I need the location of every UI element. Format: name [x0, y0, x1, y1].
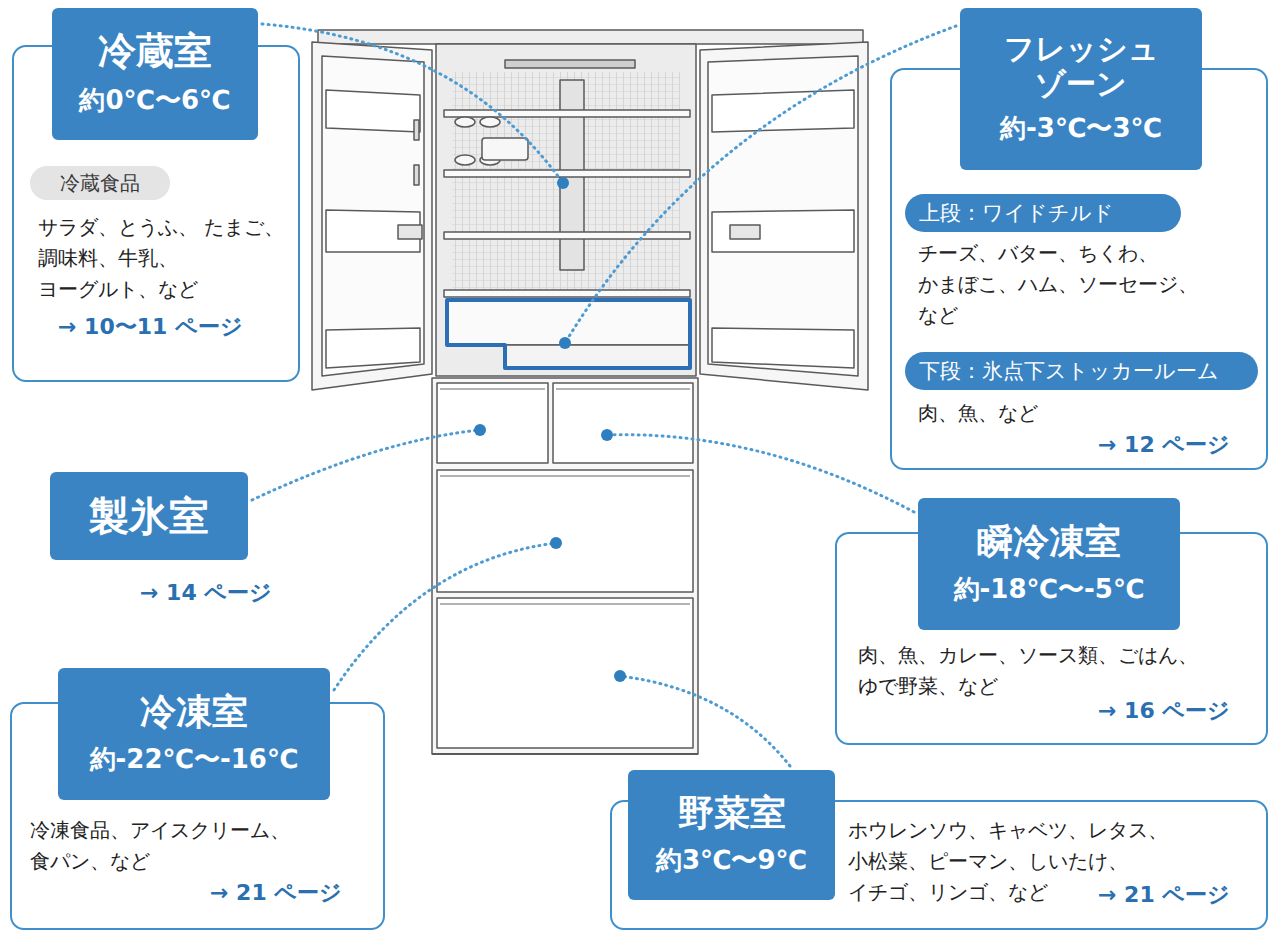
food-list: 肉、魚、カレー、ソース類、ごはん、 ゆで野菜、など — [858, 640, 1258, 702]
tag-text: 上段：ワイドチルド — [919, 199, 1114, 227]
temperature-range: 約-3℃〜3℃ — [1000, 111, 1162, 146]
zone-name: フレッシュ ゾーン — [970, 32, 1192, 101]
door-pocket — [712, 90, 854, 132]
temperature-range: 約0℃〜6℃ — [79, 83, 230, 118]
category-tag: 冷蔵食品 — [30, 166, 170, 200]
door-pocket — [326, 90, 420, 132]
page-reference: → 12 ページ — [1098, 430, 1230, 460]
temperature-range: 約-18℃〜-5℃ — [954, 572, 1145, 607]
zone-header: フレッシュ ゾーン約-3℃〜3℃ — [960, 8, 1202, 170]
freezer-drawer — [437, 470, 693, 592]
shelf — [444, 110, 690, 117]
page-reference: → 21 ページ — [210, 878, 342, 908]
door-pocket — [712, 328, 854, 368]
food-list: 冷凍食品、アイスクリーム、 食パン、など — [30, 815, 330, 877]
food-list: サラダ、とうふ、 たまご、調味料、牛乳、 ヨーグルト、など — [38, 212, 293, 305]
zone-panel: フレッシュ ゾーン約-3℃〜3℃上段：ワイドチルド下段：氷点下ストッカールームチ… — [890, 68, 1268, 470]
zone-header: 瞬冷凍室約-18℃〜-5℃ — [918, 498, 1180, 630]
zone-name: 製氷室 — [89, 493, 209, 539]
zone-header: 野菜室約3℃〜9℃ — [628, 770, 835, 900]
temperature-range: 約3℃〜9℃ — [656, 843, 807, 878]
zone-panel: 瞬冷凍室約-18℃〜-5℃肉、魚、カレー、ソース類、ごはん、 ゆで野菜、など→ … — [835, 532, 1268, 745]
section-tag: 下段：氷点下ストッカールーム — [905, 352, 1258, 390]
zone-header: 冷凍室約-22℃〜-16℃ — [58, 668, 330, 800]
tag-text: 冷蔵食品 — [60, 170, 140, 197]
right-door — [700, 42, 868, 390]
section-tag: 上段：ワイドチルド — [905, 194, 1181, 232]
zone-name: 冷凍室 — [140, 691, 248, 732]
door-pocket — [712, 210, 854, 252]
ice-maker-drawer — [437, 383, 548, 463]
zone-name: 瞬冷凍室 — [977, 521, 1121, 562]
page-reference: → 14 ページ — [140, 578, 272, 608]
vegetable-drawer — [437, 598, 693, 748]
door-pocket — [326, 328, 420, 368]
food-list: 肉、魚、など — [918, 398, 1248, 429]
cabinet-interior — [436, 44, 696, 376]
shelf — [444, 232, 690, 239]
fresh-zone-highlight — [447, 300, 690, 368]
zone-panel: 冷凍室約-22℃〜-16℃冷凍食品、アイスクリーム、 食パン、など→ 21 ペー… — [10, 702, 385, 930]
zone-panel: 野菜室約3℃〜9℃ホウレンソウ、キャベツ、レタス、 小松菜、ピーマン、しいたけ、… — [610, 800, 1268, 930]
callout-dots — [474, 177, 626, 682]
page-reference: → 21 ページ — [1098, 880, 1230, 910]
left-door — [312, 42, 432, 390]
zone-panel: 冷蔵室約0℃〜6℃冷蔵食品サラダ、とうふ、 たまご、調味料、牛乳、 ヨーグルト、… — [12, 45, 300, 382]
cabinet-top — [318, 30, 863, 44]
quick-freeze-drawer — [553, 383, 693, 463]
zone-name: 冷蔵室 — [98, 30, 212, 74]
zone-header: 製氷室 — [50, 472, 248, 560]
page-reference: → 16 ページ — [1098, 696, 1230, 726]
page-reference: → 10〜11 ページ — [58, 312, 243, 342]
food-list: チーズ、バター、ちくわ、 かまぼこ、ハム、ソーセージ、 など — [918, 238, 1218, 331]
temperature-range: 約-22℃〜-16℃ — [90, 742, 299, 777]
fresh-zone-drawer — [505, 345, 690, 368]
shelf — [444, 290, 690, 297]
shelf — [444, 170, 690, 177]
tag-text: 下段：氷点下ストッカールーム — [919, 357, 1219, 385]
zone-name: 野菜室 — [678, 792, 786, 833]
zone-header: 冷蔵室約0℃〜6℃ — [52, 8, 258, 140]
